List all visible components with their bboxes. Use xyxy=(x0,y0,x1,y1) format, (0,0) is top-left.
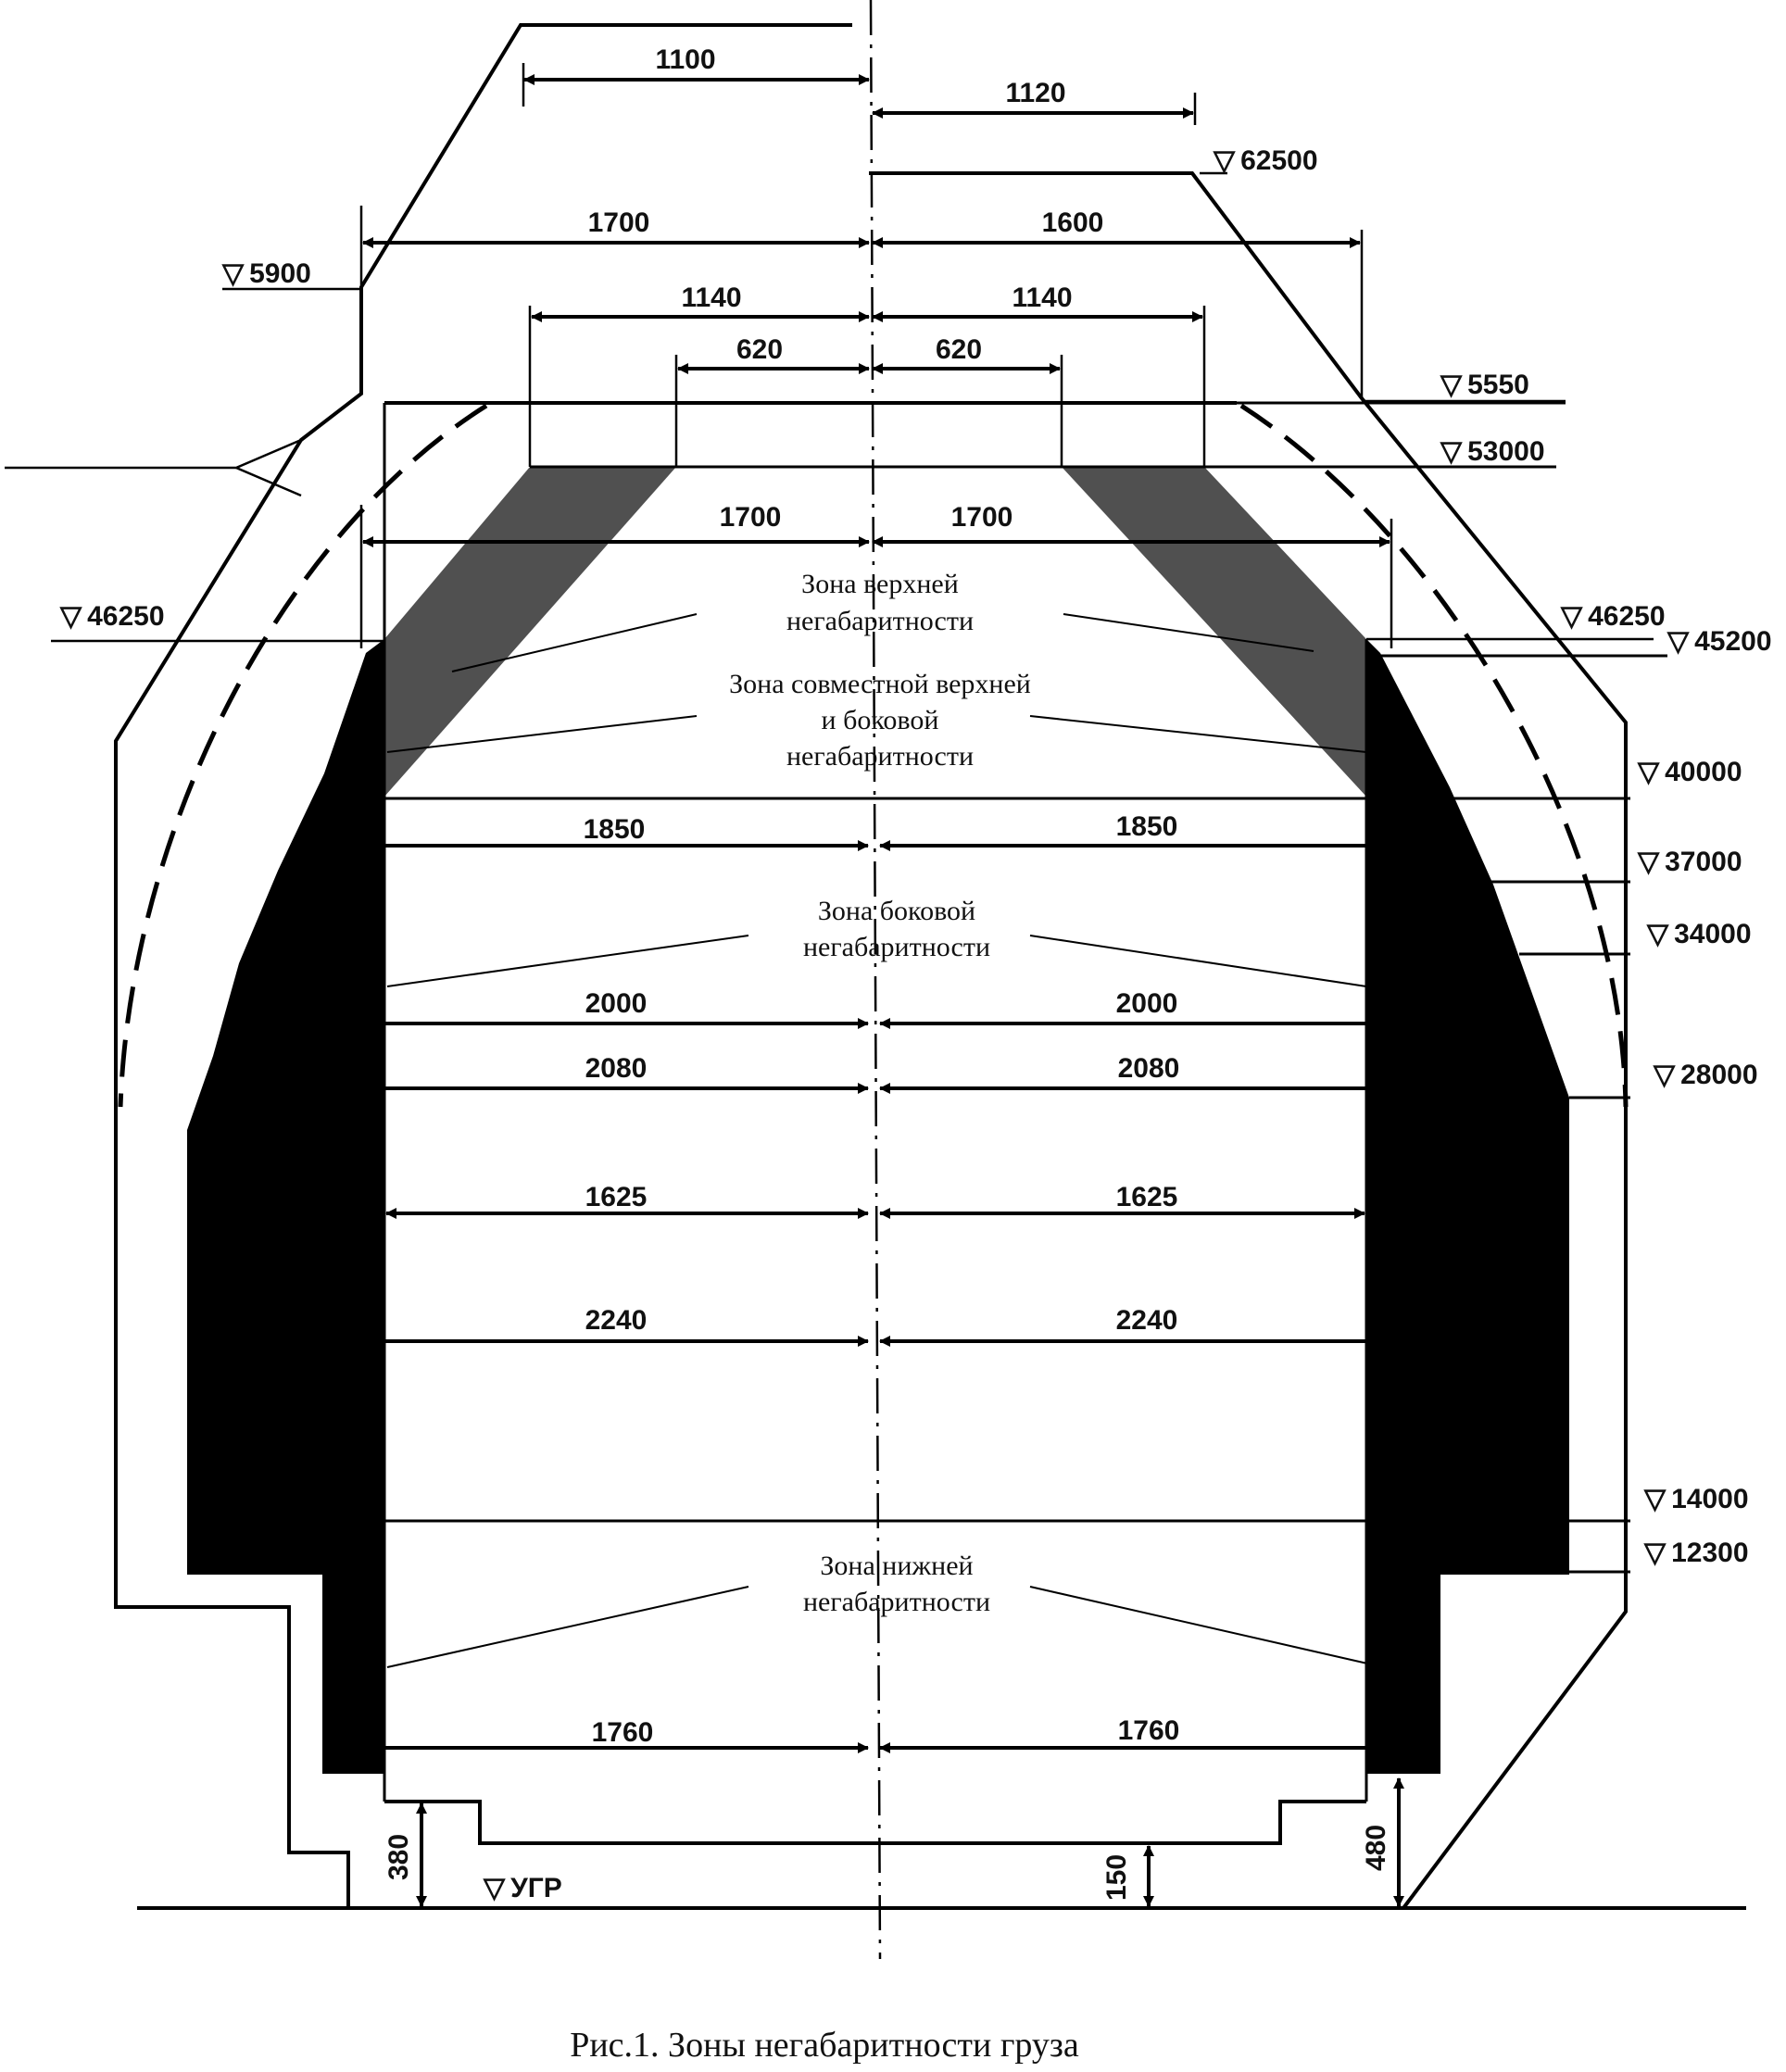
dim-right-2080: 2080 xyxy=(1118,1053,1180,1084)
level-marks: ▽62500 ▽5900 ▽5550 ▽53000 ▽46250 ▽46250 … xyxy=(59,145,1772,1903)
level-5550: ▽5550 xyxy=(1440,370,1529,400)
dim-right-1850: 1850 xyxy=(1116,811,1178,842)
zone-side-label-line1: Зона боковой xyxy=(818,896,975,926)
level-marker-icon: ▽ xyxy=(1560,601,1583,632)
left-outer-gauge xyxy=(114,23,852,1908)
dim-left-1100: 1100 xyxy=(655,44,715,75)
level-marker-icon: ▽ xyxy=(1440,436,1463,467)
leader-lower-left xyxy=(386,1586,749,1668)
level-marker-icon: ▽ xyxy=(1653,1060,1676,1090)
bottom-step-contour xyxy=(384,1800,1366,1845)
vert-dim-480: 480 xyxy=(1361,1825,1391,1871)
dim-right-1700-lower: 1700 xyxy=(951,502,1013,533)
zone-upper-label-line2: негабаритности xyxy=(786,606,974,636)
level-marker-icon: ▽ xyxy=(1213,145,1236,176)
level-marker-icon: ▽ xyxy=(1637,847,1660,877)
figure-caption: Рис.1. Зоны негабаритности груза xyxy=(570,2026,1079,2065)
dim-left-620: 620 xyxy=(736,334,783,365)
level-marker-icon: ▽ xyxy=(1667,626,1690,657)
leader-lower-right xyxy=(1029,1586,1377,1666)
level-46250-left: ▽46250 xyxy=(59,601,165,632)
level-28000: ▽28000 xyxy=(1653,1060,1758,1090)
dim-right-620: 620 xyxy=(936,334,982,365)
dimension-labels-left: 1100 1700 1140 620 1700 1850 2000 2080 1… xyxy=(584,44,783,1748)
dim-right-2240: 2240 xyxy=(1116,1305,1178,1336)
upper-zone-fill xyxy=(384,467,1366,797)
dim-left-2080: 2080 xyxy=(585,1053,648,1084)
level-14000: ▽14000 xyxy=(1643,1484,1749,1514)
dimension-labels-right: 1120 1600 1140 620 1700 1850 2000 2080 1… xyxy=(936,78,1179,1746)
level-40000: ▽40000 xyxy=(1637,757,1742,787)
dim-left-1700-lower: 1700 xyxy=(720,502,782,533)
zone-joint-label-line3: негабаритности xyxy=(786,741,974,772)
right-side-zone-fill xyxy=(1366,639,1569,1774)
level-12300: ▽12300 xyxy=(1643,1538,1749,1568)
dim-left-1140: 1140 xyxy=(681,283,741,313)
left-pointer-wedge-b xyxy=(235,466,302,497)
zone-joint-label-line2: и боковой xyxy=(822,705,939,735)
level-37000: ▽37000 xyxy=(1637,847,1742,877)
zone-labels: Зона верхней негабаритности Зона совмест… xyxy=(729,569,1031,1617)
right-dashed-arc xyxy=(1239,403,1629,1108)
level-45200: ▽45200 xyxy=(1667,626,1772,657)
extension-lines xyxy=(5,63,1654,648)
level-marker-icon: ▽ xyxy=(1643,1484,1667,1514)
left-side-zone-fill xyxy=(187,639,384,1774)
leader-side-left xyxy=(386,935,749,987)
dimension-arrows xyxy=(362,74,1404,1907)
level-5900: ▽5900 xyxy=(221,258,311,289)
zone-lower-label-line2: негабаритности xyxy=(803,1587,990,1617)
level-marker-icon: ▽ xyxy=(1637,757,1660,787)
leader-upper-right xyxy=(1063,613,1314,652)
level-marker-icon: ▽ xyxy=(1643,1538,1667,1568)
zone-upper-label-line1: Зона верхней xyxy=(801,569,959,599)
left-dashed-arc xyxy=(118,403,488,1108)
level-marker-icon: ▽ xyxy=(483,1873,506,1903)
leader-joint-right xyxy=(1029,715,1367,753)
dim-left-1850: 1850 xyxy=(584,814,646,845)
level-marker-icon: ▽ xyxy=(1646,919,1669,949)
center-axis xyxy=(869,0,882,1960)
dim-left-1760: 1760 xyxy=(592,1717,654,1748)
dashed-gauge xyxy=(118,403,1629,1108)
level-34000: ▽34000 xyxy=(1646,919,1752,949)
dim-right-1600: 1600 xyxy=(1042,207,1104,238)
right-upper-zone-fill xyxy=(1062,467,1366,797)
dim-right-1120: 1120 xyxy=(1005,78,1065,108)
left-pointer-wedge xyxy=(5,438,302,470)
leader-upper-left xyxy=(451,613,698,672)
level-53000: ▽53000 xyxy=(1440,436,1545,467)
level-62500: ▽62500 xyxy=(1213,145,1318,176)
dim-right-2000: 2000 xyxy=(1116,988,1178,1019)
dim-right-1625: 1625 xyxy=(1116,1182,1178,1212)
level-46250-right: ▽46250 xyxy=(1560,601,1666,632)
dim-right-1140: 1140 xyxy=(1012,283,1072,313)
level-marker-icon: ▽ xyxy=(59,601,82,632)
zone-lower-label-line1: Зона нижней xyxy=(820,1551,973,1581)
level-ugr: ▽УГР xyxy=(483,1873,562,1903)
zone-side-label-line2: негабаритности xyxy=(803,932,990,962)
side-zone-fill xyxy=(187,639,1569,1774)
dim-right-1760: 1760 xyxy=(1118,1715,1180,1746)
zone-joint-label-line1: Зона совместной верхней xyxy=(729,669,1031,699)
dim-left-1625: 1625 xyxy=(585,1182,648,1212)
vert-dim-150: 150 xyxy=(1101,1854,1132,1901)
dim-left-1700: 1700 xyxy=(588,207,650,238)
vert-dim-380: 380 xyxy=(384,1834,414,1880)
dim-left-2240: 2240 xyxy=(585,1305,648,1336)
left-upper-zone-fill xyxy=(384,467,676,797)
zone-leader-lines xyxy=(386,613,1377,1668)
right-outer-gauge xyxy=(869,171,1628,1910)
level-marker-icon: ▽ xyxy=(1440,370,1463,400)
level-marker-icon: ▽ xyxy=(221,258,245,289)
outer-gauge-outline xyxy=(114,23,1628,1910)
dim-left-2000: 2000 xyxy=(585,988,648,1019)
leader-side-right xyxy=(1029,935,1367,987)
leader-joint-left xyxy=(386,715,698,753)
